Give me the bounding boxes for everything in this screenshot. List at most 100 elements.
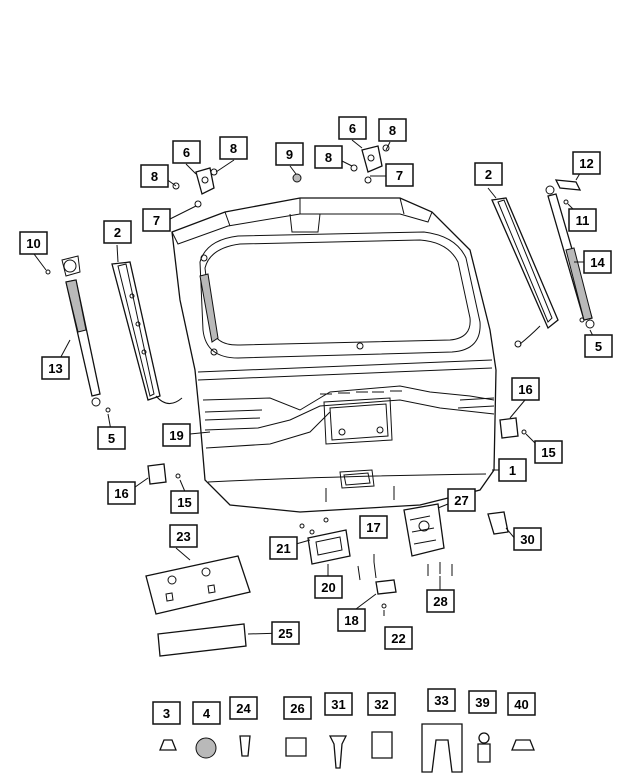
callout-3: 3 <box>152 701 181 725</box>
callout-17: 17 <box>359 515 388 539</box>
callout-14: 14 <box>583 250 612 274</box>
callout-1: 1 <box>498 458 527 482</box>
svg-text:18: 18 <box>344 613 358 628</box>
callout-6-right: 6 <box>338 116 367 140</box>
right-liftgate-trim-panel <box>491 197 559 348</box>
svg-text:17: 17 <box>366 520 380 535</box>
callout-4: 4 <box>192 701 221 725</box>
liftgate-bumper <box>292 173 302 183</box>
svg-text:25: 25 <box>278 626 292 641</box>
right-lift-support-strut <box>545 185 595 329</box>
screws <box>357 561 377 581</box>
callout-23: 23 <box>169 524 198 548</box>
callout-18: 18 <box>337 608 366 632</box>
svg-text:19: 19 <box>169 428 183 443</box>
callouts: 1 2 2 3 4 5 5 6 6 7 7 8 8 8 8 9 10 11 12… <box>19 116 613 725</box>
callout-20: 20 <box>314 575 343 599</box>
callout-5-left: 5 <box>97 426 126 450</box>
latch-screws <box>427 562 453 576</box>
callout-11: 11 <box>568 208 597 232</box>
callout-7-right: 7 <box>385 163 414 187</box>
license-plate-bracket <box>145 555 251 615</box>
latch-bracket <box>487 511 509 535</box>
svg-text:7: 7 <box>153 213 160 228</box>
callout-22: 22 <box>384 626 413 650</box>
callout-26: 26 <box>283 696 312 720</box>
callout-6-left: 6 <box>172 140 201 164</box>
svg-text:22: 22 <box>391 631 405 646</box>
callout-27: 27 <box>447 488 476 512</box>
left-lift-support-strut <box>61 255 101 407</box>
callout-5-right: 5 <box>584 334 613 358</box>
callout-24: 24 <box>229 696 258 720</box>
svg-text:28: 28 <box>433 594 447 609</box>
svg-text:40: 40 <box>514 697 528 712</box>
svg-text:23: 23 <box>176 529 190 544</box>
liftgate-applique <box>157 623 247 657</box>
svg-text:5: 5 <box>108 431 115 446</box>
svg-text:9: 9 <box>286 147 293 162</box>
svg-text:20: 20 <box>321 580 335 595</box>
callout-30: 30 <box>513 527 542 551</box>
callout-25: 25 <box>271 621 300 645</box>
svg-text:2: 2 <box>114 225 121 240</box>
callout-10: 10 <box>19 231 48 255</box>
svg-text:12: 12 <box>579 156 593 171</box>
svg-text:26: 26 <box>290 701 304 716</box>
svg-text:31: 31 <box>331 697 345 712</box>
svg-text:10: 10 <box>26 236 40 251</box>
callout-28: 28 <box>426 589 455 613</box>
svg-text:15: 15 <box>541 445 555 460</box>
callout-2-right: 2 <box>474 162 503 186</box>
svg-text:14: 14 <box>590 255 605 270</box>
svg-text:30: 30 <box>520 532 534 547</box>
svg-text:8: 8 <box>230 141 237 156</box>
liftgate-panel <box>171 197 497 513</box>
callout-8-c: 8 <box>314 145 343 169</box>
callout-8-d: 8 <box>378 118 407 142</box>
right-courtesy-lamp <box>499 417 519 439</box>
svg-text:39: 39 <box>475 695 489 710</box>
svg-text:7: 7 <box>396 168 403 183</box>
callout-33: 33 <box>427 688 456 712</box>
callout-39: 39 <box>468 690 497 714</box>
callout-32: 32 <box>367 692 396 716</box>
callout-8-b: 8 <box>219 136 248 160</box>
svg-text:8: 8 <box>325 150 332 165</box>
callout-15-left: 15 <box>170 490 199 514</box>
svg-text:27: 27 <box>454 493 468 508</box>
svg-text:6: 6 <box>183 145 190 160</box>
callout-13: 13 <box>41 356 70 380</box>
callout-40: 40 <box>507 692 536 716</box>
callout-9: 9 <box>275 142 304 166</box>
striker <box>375 579 397 595</box>
svg-text:21: 21 <box>276 541 290 556</box>
strut-ball-stud-bracket <box>554 179 582 191</box>
liftgate-latch <box>403 503 445 557</box>
svg-text:6: 6 <box>349 121 356 136</box>
svg-text:16: 16 <box>518 382 532 397</box>
svg-text:3: 3 <box>163 706 170 721</box>
svg-text:8: 8 <box>151 169 158 184</box>
svg-text:8: 8 <box>389 123 396 138</box>
svg-text:33: 33 <box>434 693 448 708</box>
left-liftgate-trim-panel <box>111 261 183 404</box>
right-hinge <box>350 144 390 184</box>
liftgate-handle <box>299 517 351 565</box>
left-hinge <box>172 167 218 208</box>
svg-text:4: 4 <box>203 706 211 721</box>
svg-text:2: 2 <box>485 167 492 182</box>
svg-text:11: 11 <box>576 213 590 228</box>
svg-text:1: 1 <box>509 463 516 478</box>
callout-16-right: 16 <box>511 377 540 401</box>
callout-16-left: 16 <box>107 481 136 505</box>
callout-19: 19 <box>162 423 191 447</box>
callout-2-left: 2 <box>103 220 132 244</box>
callout-12: 12 <box>572 151 601 175</box>
svg-text:32: 32 <box>374 697 388 712</box>
fasteners-row <box>159 723 535 773</box>
left-courtesy-lamp <box>147 463 167 485</box>
svg-text:16: 16 <box>114 486 128 501</box>
